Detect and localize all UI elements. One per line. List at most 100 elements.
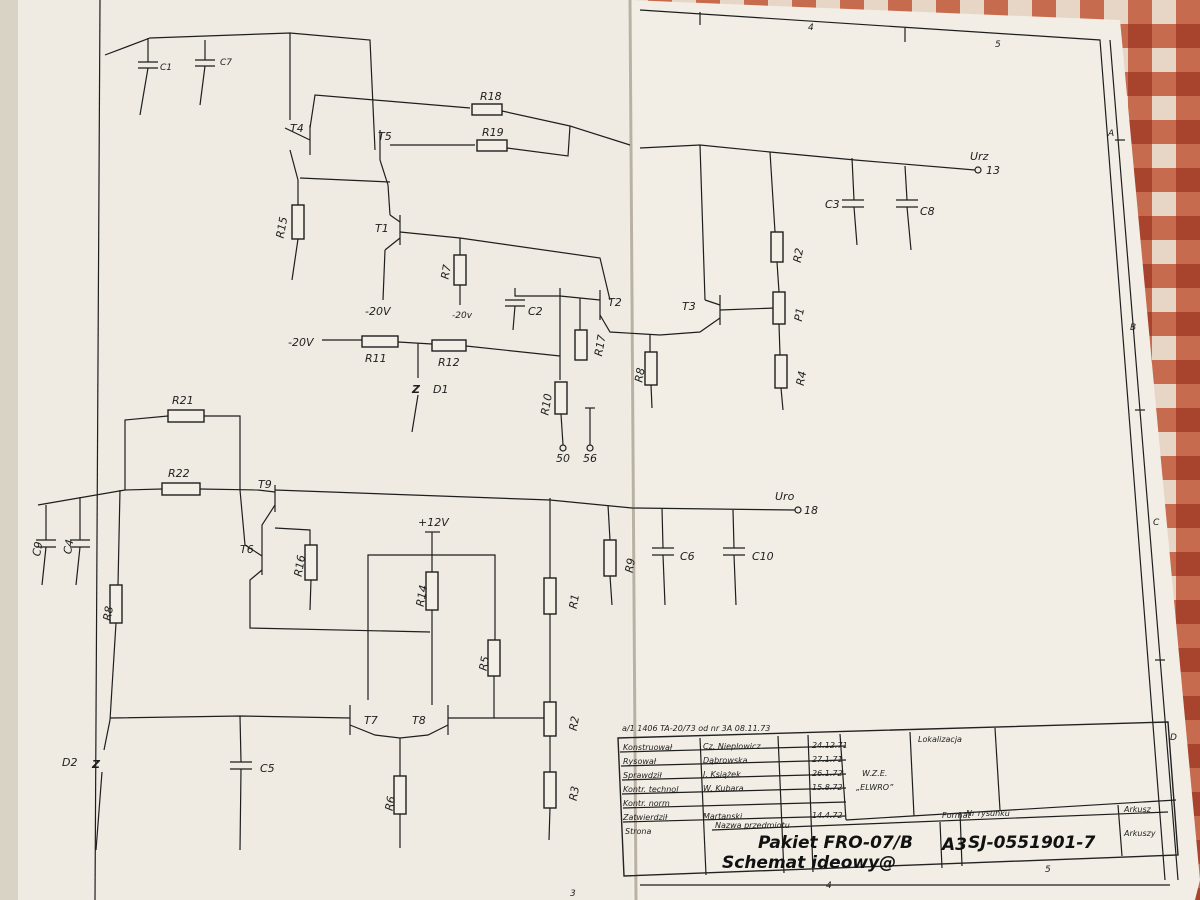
resistor-r9 bbox=[603, 539, 617, 577]
date-konstruowal: 24.12.71 bbox=[812, 741, 848, 750]
resistor-r10 bbox=[554, 381, 568, 415]
resistor-r18 bbox=[471, 103, 503, 116]
resistor-r12 bbox=[431, 339, 467, 352]
sheets-label: Arkuszy bbox=[1123, 829, 1156, 838]
label-t1: T1 bbox=[375, 222, 389, 235]
label-r1: R1 bbox=[567, 593, 582, 610]
resistor-r3 bbox=[543, 771, 557, 809]
label-p1: P1 bbox=[792, 307, 807, 323]
label-c5: C5 bbox=[260, 762, 275, 775]
label-r18: R18 bbox=[480, 90, 502, 103]
date-sprawdzil: 26.1.72 bbox=[812, 769, 843, 778]
resistor-r4 bbox=[774, 354, 788, 389]
date-kontr-technol: 15.8.72 bbox=[812, 783, 843, 792]
resistor-r19 bbox=[476, 139, 508, 152]
label-r10: R10 bbox=[538, 393, 555, 417]
resistor-r22 bbox=[161, 482, 201, 496]
frame-col-5: 5 bbox=[995, 40, 1001, 50]
company-line-1: W.Z.E. bbox=[862, 769, 887, 778]
diode-d2-symbol: Z bbox=[91, 758, 101, 771]
drawing-name-label: Nazwa przedmiotu bbox=[715, 821, 790, 830]
label-r3: R3 bbox=[567, 785, 582, 802]
frame-col-3-bottom: 3 bbox=[570, 889, 576, 899]
lokalizacja-label: Lokalizacja bbox=[918, 735, 962, 744]
drawing-number: SJ-0551901-7 bbox=[968, 833, 1095, 853]
role-strona: Strona bbox=[625, 827, 651, 836]
label-r11: R11 bbox=[365, 352, 387, 365]
label-c2: C2 bbox=[528, 305, 543, 318]
left-edge-shadow bbox=[0, 0, 18, 900]
name-konstruowal: Cz. Nieplowicz bbox=[703, 742, 761, 751]
frame-row-c: C bbox=[1153, 518, 1160, 528]
label-neg20v-t1: -20V bbox=[365, 305, 392, 318]
role-kontr-norm: Kontr. norm bbox=[623, 799, 670, 808]
label-p2: R2 bbox=[567, 715, 582, 732]
frame-row-a: A bbox=[1107, 129, 1114, 139]
label-r8-bottom: R8 bbox=[101, 605, 116, 622]
potentiometer-p1 bbox=[772, 291, 786, 325]
label-t3: T3 bbox=[682, 300, 696, 313]
label-r16: R16 bbox=[292, 554, 309, 578]
label-t9: T9 bbox=[258, 478, 272, 491]
label-c9: C4 bbox=[61, 538, 76, 555]
resistor-r11 bbox=[361, 335, 399, 348]
title-block: a/1 1406 TA-20/73 od nr 3A 08.11.73 Kons… bbox=[617, 721, 1179, 877]
date-rysowal: 27.1.71 bbox=[812, 755, 843, 764]
resistor-r1 bbox=[543, 577, 557, 615]
label-r19: R19 bbox=[482, 126, 504, 139]
company-line-2: „ELWRO” bbox=[856, 783, 894, 792]
circuit-bottom: R21 R22 T9 Uro 18 C9 C4 T6 R16 bbox=[30, 394, 818, 851]
label-urz-pin: 13 bbox=[986, 164, 1000, 177]
label-r8-top: R8 bbox=[632, 367, 647, 384]
role-sprawdzil: Sprawdził bbox=[623, 771, 662, 780]
resistor-r17 bbox=[574, 329, 588, 361]
label-r9: R9 bbox=[623, 557, 638, 574]
frame-col-4: 4 bbox=[808, 23, 814, 33]
role-zatwierdzil: Zatwierdził bbox=[622, 813, 668, 822]
format-value: A3 bbox=[940, 835, 967, 855]
resistor-r2-top bbox=[770, 231, 784, 263]
circuit-top: C1 C7 T4 T5 R18 R19 R15 bbox=[104, 32, 661, 465]
name-rysowal: Dąbrowska bbox=[703, 756, 748, 765]
drawing-name-1: Pakiet FRO-07/B bbox=[758, 833, 913, 853]
label-uro-pin: 18 bbox=[804, 504, 818, 517]
label-t7: T7 bbox=[364, 714, 378, 727]
role-kontr-technol: Kontr. technol bbox=[623, 785, 679, 794]
drawing-frame: 4 5 A B C D 3 4 5 bbox=[94, 0, 1179, 900]
frame-row-d: D bbox=[1170, 733, 1177, 743]
left-page bbox=[0, 0, 640, 900]
label-neg20v-r7: -20v bbox=[452, 311, 473, 321]
label-t4: T4 bbox=[290, 122, 304, 135]
label-plus12v: +12V bbox=[418, 516, 450, 529]
label-d1: D1 bbox=[433, 383, 448, 396]
label-urz: Urz bbox=[970, 150, 989, 163]
name-kontr-technol: W. Kubara bbox=[703, 784, 744, 793]
sheet-label: Arkusz bbox=[1123, 805, 1152, 814]
label-neg20v-input: -20V bbox=[288, 336, 315, 349]
label-r14: R14 bbox=[414, 584, 431, 608]
date-zatwierdzil: 14.4.72 bbox=[812, 811, 843, 820]
frame-row-b: B bbox=[1130, 323, 1136, 333]
drawing-name-2: Schemat ideowy@ bbox=[722, 853, 896, 873]
label-r21: R21 bbox=[172, 394, 194, 407]
label-t2: T2 bbox=[608, 296, 622, 309]
potentiometer-p2 bbox=[543, 701, 557, 737]
resistor-r8 bbox=[644, 351, 658, 386]
label-pin-50: 50 bbox=[556, 452, 570, 465]
label-r17: R17 bbox=[592, 334, 609, 358]
resistor-r15 bbox=[291, 204, 305, 240]
label-r7: R7 bbox=[439, 264, 454, 281]
role-rysowal: Rysował bbox=[623, 757, 657, 766]
label-r2-top: R2 bbox=[791, 247, 806, 264]
label-c8: C8 bbox=[920, 205, 935, 218]
right-page bbox=[628, 0, 1200, 900]
label-c6: C6 bbox=[680, 550, 695, 563]
revision-note: a/1 1406 TA-20/73 od nr 3A 08.11.73 bbox=[622, 724, 770, 733]
label-c7: C7 bbox=[220, 58, 232, 68]
label-c10: C10 bbox=[752, 550, 774, 563]
label-r6: R6 bbox=[383, 795, 398, 812]
label-r5: R5 bbox=[477, 655, 492, 672]
title-block-rows: Konstruował Rysował Sprawdził Kontr. tec… bbox=[619, 741, 848, 836]
label-t6: T6 bbox=[240, 543, 254, 556]
page-fold bbox=[628, 0, 638, 900]
